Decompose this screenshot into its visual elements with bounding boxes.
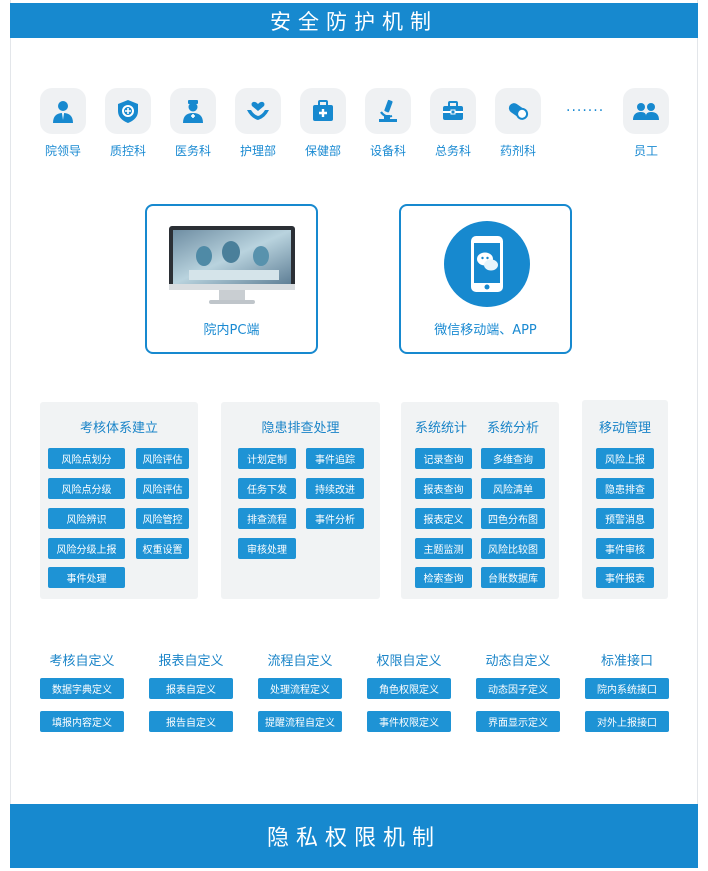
dept-leadership[interactable]: 院领导 (38, 88, 88, 159)
dept-label: 质控科 (109, 144, 146, 158)
dept-nursing[interactable]: 护理部 (233, 88, 283, 159)
tag-button[interactable]: 权重设置 (136, 538, 189, 559)
dept-label: 设备科 (369, 144, 406, 158)
pill-icon (495, 88, 541, 134)
dept-label: 院领导 (44, 144, 81, 158)
panel-statistics: 系统统计 系统分析 记录查询 多维查询 报表查询 风险清单 报表定义 四色分布图… (401, 402, 559, 599)
doctor-icon (170, 88, 216, 134)
dept-general-affairs[interactable]: 总务科 (428, 88, 478, 159)
panel-title: 移动管理 (598, 421, 651, 436)
custom-title-workflow: 流程自定义 (267, 654, 333, 669)
tag-button[interactable]: 对外上报接口 (585, 711, 669, 732)
tag-button[interactable]: 风险点分级 (48, 478, 125, 499)
tag-button[interactable]: 排查流程 (238, 508, 296, 529)
panel-title: 隐患排查处理 (261, 421, 340, 436)
tag-button[interactable]: 检索查询 (415, 567, 472, 588)
panel-mobile-management: 移动管理 风险上报 隐患排查 预警消息 事件审核 事件报表 (582, 400, 668, 599)
tag-button[interactable]: 风险上报 (596, 448, 654, 469)
tag-button[interactable]: 数据字典定义 (40, 678, 124, 699)
dept-label: 总务科 (434, 144, 471, 158)
care-hands-icon (235, 88, 281, 134)
panel-title-statistics: 系统统计 (415, 421, 468, 436)
tag-button[interactable]: 风险管控 (136, 508, 189, 529)
tag-button[interactable]: 主题监测 (415, 538, 472, 559)
microscope-icon (365, 88, 411, 134)
pc-terminal-card[interactable]: 院内PC端 (145, 204, 318, 354)
custom-title-permission: 权限自定义 (376, 654, 442, 669)
tag-button[interactable]: 持续改进 (306, 478, 364, 499)
page-frame (10, 0, 698, 868)
mobile-terminal-label: 微信移动端、APP (434, 323, 537, 338)
tag-button[interactable]: 隐患排查 (596, 478, 654, 499)
dept-label: 保健部 (304, 144, 341, 158)
tag-button[interactable]: 报告自定义 (149, 711, 233, 732)
tag-button[interactable]: 多维查询 (481, 448, 545, 469)
tag-button[interactable]: 事件审核 (596, 538, 654, 559)
tag-button[interactable]: 计划定制 (238, 448, 296, 469)
tag-button[interactable]: 事件处理 (48, 567, 125, 588)
tag-button[interactable]: 填报内容定义 (40, 711, 124, 732)
dept-label: 员工 (633, 144, 658, 158)
dept-label: 护理部 (239, 144, 276, 158)
mobile-terminal-card[interactable]: 微信移动端、APP (399, 204, 572, 354)
tag-button[interactable]: 风险清单 (481, 478, 545, 499)
panel-assessment: 考核体系建立 风险点划分 风险评估 风险点分级 风险评估 风险辨识 风险管控 风… (40, 402, 198, 599)
tag-button[interactable]: 台账数据库 (481, 567, 545, 588)
custom-title-assessment: 考核自定义 (49, 654, 115, 669)
group-icon (623, 88, 669, 134)
tag-button[interactable]: 风险比较图 (481, 538, 545, 559)
tag-button[interactable]: 角色权限定义 (367, 678, 451, 699)
header-banner: 安全防护机制 (10, 3, 698, 38)
panel-hazard: 隐患排查处理 计划定制 事件追踪 任务下发 持续改进 排查流程 事件分析 审核处… (221, 402, 380, 599)
tag-button[interactable]: 报表查询 (415, 478, 472, 499)
dept-staff[interactable]: 员工 (621, 88, 671, 159)
tag-button[interactable]: 处理流程定义 (258, 678, 342, 699)
tag-button[interactable]: 事件报表 (596, 567, 654, 588)
tag-button[interactable]: 提醒流程自定义 (258, 711, 342, 732)
tag-button[interactable]: 报表自定义 (149, 678, 233, 699)
tag-button[interactable]: 报表定义 (415, 508, 472, 529)
custom-title-dynamic: 动态自定义 (485, 654, 551, 669)
tag-button[interactable]: 预警消息 (596, 508, 654, 529)
tag-button[interactable]: 风险辨识 (48, 508, 125, 529)
more-ellipsis: ······· (566, 103, 605, 119)
tag-button[interactable]: 院内系统接口 (585, 678, 669, 699)
panel-title: 考核体系建立 (79, 421, 158, 436)
tag-button[interactable]: 四色分布图 (481, 508, 545, 529)
tag-button[interactable]: 审核处理 (238, 538, 296, 559)
dept-medical[interactable]: 医务科 (168, 88, 218, 159)
tag-button[interactable]: 任务下发 (238, 478, 296, 499)
shield-icon (105, 88, 151, 134)
custom-title-interface: 标准接口 (600, 654, 653, 669)
tag-button[interactable]: 风险点划分 (48, 448, 125, 469)
tag-button[interactable]: 动态因子定义 (476, 678, 560, 699)
dept-quality[interactable]: 质控科 (103, 88, 153, 159)
dept-label: 药剂科 (499, 144, 536, 158)
tag-button[interactable]: 事件分析 (306, 508, 364, 529)
dept-equipment[interactable]: 设备科 (363, 88, 413, 159)
tag-button[interactable]: 事件追踪 (306, 448, 364, 469)
tag-button[interactable]: 事件权限定义 (367, 711, 451, 732)
panel-title-analysis: 系统分析 (487, 421, 540, 436)
pc-terminal-label: 院内PC端 (203, 323, 260, 338)
dept-label: 医务科 (174, 144, 211, 158)
dept-healthcare[interactable]: 保健部 (298, 88, 348, 159)
tag-button[interactable]: 风险评估 (136, 448, 189, 469)
footer-banner: 隐私权限机制 (10, 804, 698, 868)
tag-button[interactable]: 风险分级上报 (48, 538, 125, 559)
tag-button[interactable]: 记录查询 (415, 448, 472, 469)
monitor-icon (169, 226, 295, 312)
toolbox-icon (430, 88, 476, 134)
leader-icon (40, 88, 86, 134)
tag-button[interactable]: 风险评估 (136, 478, 189, 499)
tag-button[interactable]: 界面显示定义 (476, 711, 560, 732)
wechat-phone-icon (443, 220, 531, 312)
first-aid-icon (300, 88, 346, 134)
dept-pharmacy[interactable]: 药剂科 (493, 88, 543, 159)
custom-title-report: 报表自定义 (158, 654, 224, 669)
